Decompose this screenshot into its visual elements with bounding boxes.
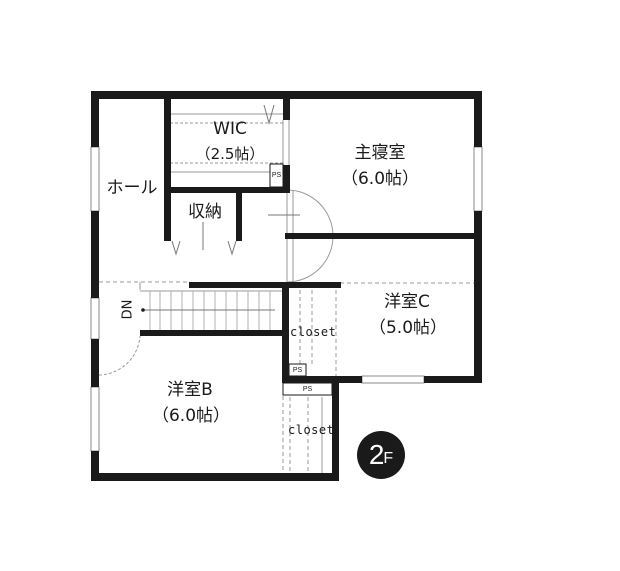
wic-size: （2.5帖）	[195, 145, 265, 163]
master-bedroom-label: 主寝室	[354, 143, 406, 163]
ps-wic-label: PS	[271, 172, 282, 179]
western-room-b-label: 洋室B	[167, 380, 213, 400]
ps-closet-c-label: PS	[292, 367, 303, 374]
western-room-b-size: （6.0帖）	[151, 406, 231, 426]
ps-lower-label: PS	[302, 386, 313, 393]
stairs-down-label: DN	[120, 299, 136, 320]
windows	[90, 146, 483, 452]
hall-label: ホール	[106, 178, 158, 198]
floor-number: 2	[368, 439, 385, 470]
closet-b-label: closet	[288, 423, 335, 437]
floor-suffix: F	[383, 450, 394, 467]
western-room-c-size: （5.0帖）	[368, 318, 448, 338]
walls	[91, 91, 482, 481]
master-bedroom-size: （6.0帖）	[340, 169, 420, 189]
western-room-c-label: 洋室C	[384, 292, 430, 312]
ps-boxes	[269, 163, 333, 396]
closet-c-label: closet	[290, 325, 337, 339]
wic-label: WIC	[213, 119, 247, 139]
storage-label: 収納	[188, 202, 222, 222]
